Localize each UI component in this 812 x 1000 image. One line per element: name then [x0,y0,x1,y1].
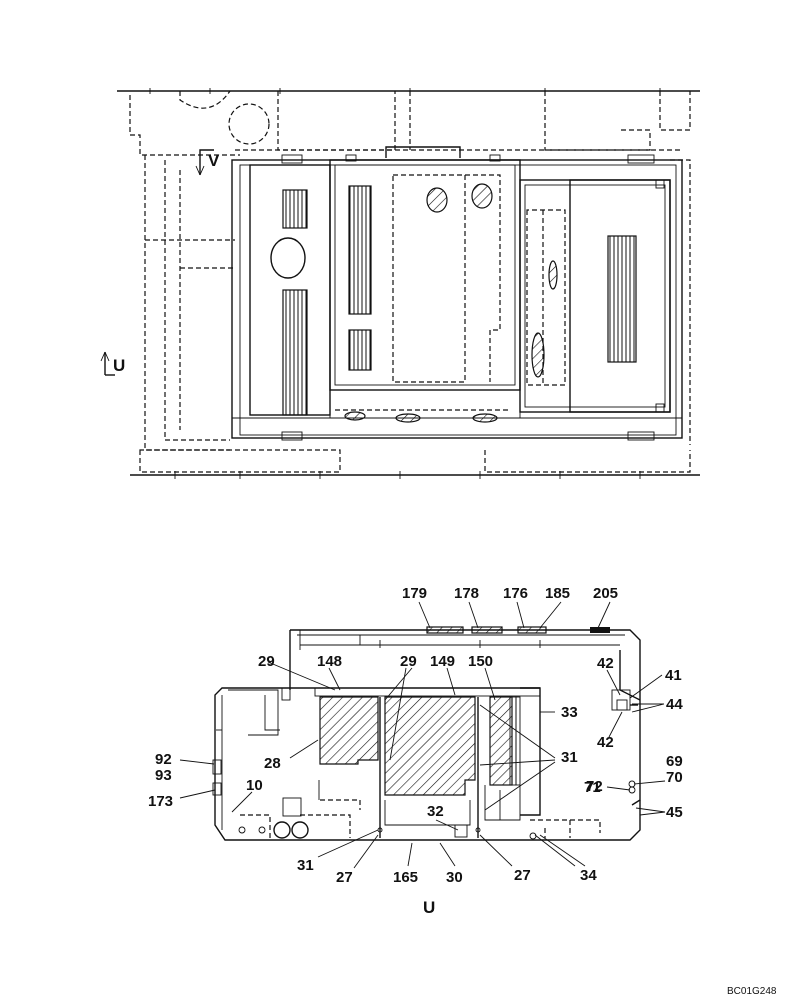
callout-27-right: 27 [514,867,531,884]
callout-29-mid: 29 [400,653,417,670]
callout-27-left: 27 [336,869,353,886]
left-panel-vent-lower [282,289,308,416]
callout-150: 150 [468,653,493,670]
diagram-id: BC01G248 [727,986,777,997]
hatched-block-150 [489,696,513,786]
view-u-arrow-label: U [113,356,125,375]
callout-30: 30 [446,869,463,886]
callout-33: 33 [561,704,578,721]
middle-panel-vent-lower [348,329,372,371]
callout-72: 72 [586,778,603,795]
left-panel-vent-upper [282,189,308,229]
callout-205: 205 [593,585,618,602]
callout-69: 69 [666,753,683,770]
callout-179: 179 [402,585,427,602]
callout-31-bottom: 31 [297,857,314,874]
callout-173: 173 [148,793,173,810]
callout-93: 93 [155,767,172,784]
callout-42-bottom: 42 [597,734,614,751]
callout-41: 41 [665,667,682,684]
hatched-block-149 [384,696,476,796]
callout-70: 70 [666,769,683,786]
callout-92: 92 [155,751,172,768]
callouts: 179 178 176 185 205 29 148 29 149 150 42… [148,585,777,997]
callout-34: 34 [580,867,597,884]
callout-31-right: 31 [561,749,578,766]
callout-149: 149 [430,653,455,670]
callout-29-left: 29 [258,653,275,670]
callout-185: 185 [545,585,570,602]
hatched-block-148 [319,696,379,765]
top-view: V U [100,88,700,479]
callout-28: 28 [264,755,281,772]
callout-32: 32 [427,803,444,820]
callout-148: 148 [317,653,342,670]
callout-71: 71 [584,779,601,796]
callout-178: 178 [454,585,479,602]
callout-42-top: 42 [597,655,614,672]
callout-45: 45 [666,804,683,821]
callout-10: 10 [246,777,263,794]
middle-panel-vent-upper [348,185,372,315]
section-u-label: U [423,898,435,917]
view-v-label: V [208,151,220,170]
right-panel-vent [607,235,637,363]
section-u-view [212,626,641,841]
callout-44: 44 [666,696,683,713]
leader-lines [179,601,666,869]
callout-176: 176 [503,585,528,602]
callout-165: 165 [393,869,418,886]
